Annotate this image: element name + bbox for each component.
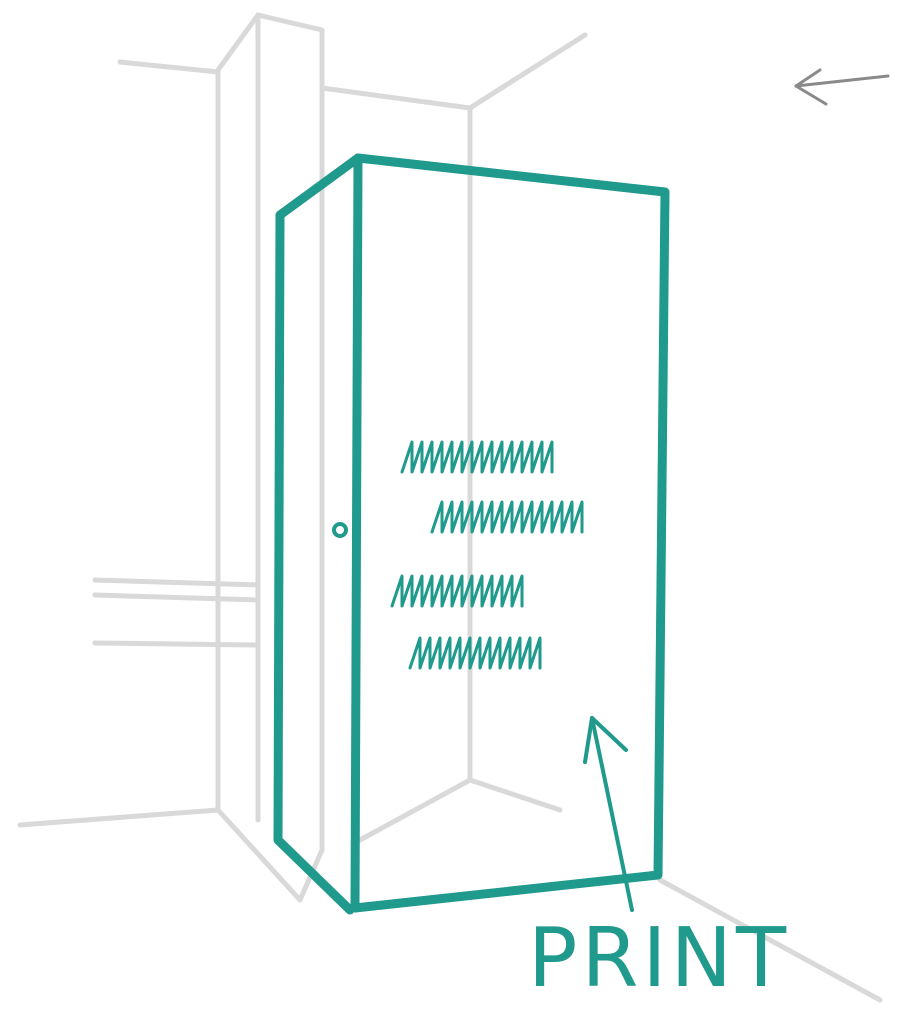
scribble-line-2 [432,502,582,532]
scribble-line-4 [410,638,540,668]
left-arrow-icon[interactable] [796,70,888,104]
scribble-line-1 [402,442,552,472]
scribble-text [392,442,582,668]
scribble-line-3 [392,576,522,606]
door-knob [334,524,346,536]
print-label: PRINT [528,918,790,1000]
